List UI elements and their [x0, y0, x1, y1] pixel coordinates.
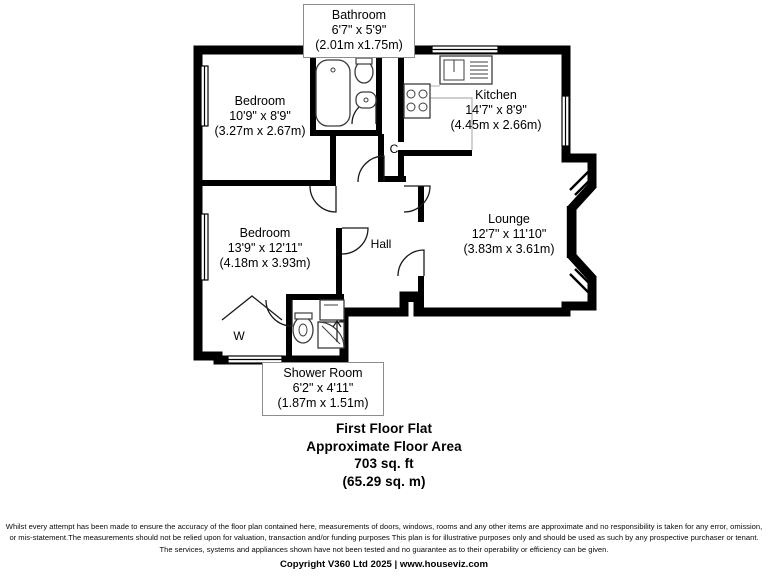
disclaimer-line-2: or mis-statement.The measurements should… [9, 533, 759, 543]
door-wardrobe-left [221, 295, 283, 321]
interior-wall-shower-top [286, 294, 344, 300]
direction-arrow [332, 319, 342, 342]
room-label-bedroom-1: Bedroom 10'9" x 8'9" (3.27m x 2.67m) [196, 94, 324, 139]
room-metric-kitchen: (4.45m x 2.66m) [450, 118, 542, 132]
cupboard-wall-bottom [378, 176, 406, 182]
door-kitchen [403, 185, 431, 213]
title-line-area-sqm: (65.29 sq. m) [342, 473, 426, 489]
door-cupboard [357, 155, 385, 183]
room-metric-shower-room: (1.87m x 1.51m) [277, 396, 369, 410]
room-label-kitchen: Kitchen 14'7" x 8'9" (4.45m x 2.66m) [426, 88, 566, 133]
interior-wall-bath-bottom [310, 130, 382, 136]
toilet-icon-shower-room [292, 316, 314, 344]
bay-window [566, 170, 595, 294]
window-group [200, 45, 570, 364]
interior-wall-bedroom2-right [336, 228, 342, 300]
room-name-shower-room: Shower Room [283, 366, 363, 380]
room-imperial-bathroom: 6'7" x 5'9" [331, 23, 387, 37]
interior-wall-hall-bottom [404, 296, 424, 302]
bathtub-icon [315, 59, 351, 127]
room-metric-bedroom-2: (4.18m x 3.93m) [219, 256, 311, 270]
disclaimer-line-3: The services, systems and appliances sho… [159, 544, 609, 554]
wardrobe-label: W [233, 329, 245, 343]
door-bedroom2 [341, 227, 369, 255]
title-line-property-type: First Floor Flat [335, 421, 433, 436]
title-block: First Floor Flat Approximate Floor Area … [0, 420, 768, 490]
room-imperial-kitchen: 14'7" x 8'9" [465, 103, 527, 117]
door-lounge [397, 249, 425, 277]
room-imperial-shower-room: 6'2" x 4'11" [292, 381, 354, 395]
hall-label: Hall [370, 237, 392, 251]
copyright-notice: Copyright V360 Ltd 2025 | www.houseviz.c… [279, 559, 489, 570]
disclaimer-line-1: Whilst every attempt has been made to en… [5, 522, 763, 531]
room-name-bedroom-2: Bedroom [239, 226, 291, 240]
interior-wall-bedroom-divider [198, 180, 336, 186]
room-metric-bedroom-1: (3.27m x 2.67m) [214, 124, 306, 138]
sink-icon-bathroom [355, 91, 377, 109]
interior-wall-hall-left-upper [330, 136, 336, 186]
interior-wall-lounge-left-upper [418, 186, 424, 222]
interior-wall-bath-left [310, 50, 316, 136]
room-imperial-bedroom-1: 10'9" x 8'9" [229, 109, 291, 123]
interior-wall-kitchen-bottom [398, 150, 472, 156]
door-shower-room [265, 299, 293, 327]
title-line-area-sqft: 703 sq. ft [354, 456, 414, 471]
interior-wall-lounge-left-lower [418, 276, 424, 312]
room-metric-lounge: (3.83m x 3.61m) [463, 242, 555, 256]
room-name-bedroom-1: Bedroom [234, 94, 286, 108]
interior-wall-kitchen-left [398, 50, 404, 142]
sink-icon-shower-room [319, 299, 345, 321]
title-line-area-caption: Approximate Floor Area [306, 438, 462, 454]
room-label-bathroom: Bathroom 6'7" x 5'9" (2.01m x1.75m) [303, 4, 415, 58]
cupboard-wall-left [378, 134, 384, 182]
room-name-lounge: Lounge [488, 212, 530, 226]
room-imperial-bedroom-2: 13'9" x 12'11" [227, 241, 303, 255]
room-label-lounge: Lounge 12'7" x 11'10" (3.83m x 3.61m) [444, 212, 574, 257]
interior-wall-shower-left [286, 294, 292, 360]
cupboard-label: C [389, 142, 399, 156]
interior-wall-kitchen-left-lower [398, 150, 404, 182]
room-name-kitchen: Kitchen [475, 88, 517, 102]
room-imperial-lounge: 12'7" x 11'10" [471, 227, 547, 241]
disclaimer-block: Whilst every attempt has been made to en… [0, 521, 768, 555]
room-metric-bathroom: (2.01m x1.75m) [315, 38, 403, 52]
walls-group [193, 41, 597, 365]
room-label-shower-room: Shower Room 6'2" x 4'11" (1.87m x 1.51m) [262, 362, 384, 416]
fixtures-group [292, 55, 493, 349]
room-label-bedroom-2: Bedroom 13'9" x 12'11" (4.18m x 3.93m) [199, 226, 331, 271]
room-name-bathroom: Bathroom [331, 8, 387, 22]
interior-wall-bath-right [376, 50, 382, 136]
hob-icon [403, 83, 431, 119]
door-bedroom1 [309, 185, 337, 213]
